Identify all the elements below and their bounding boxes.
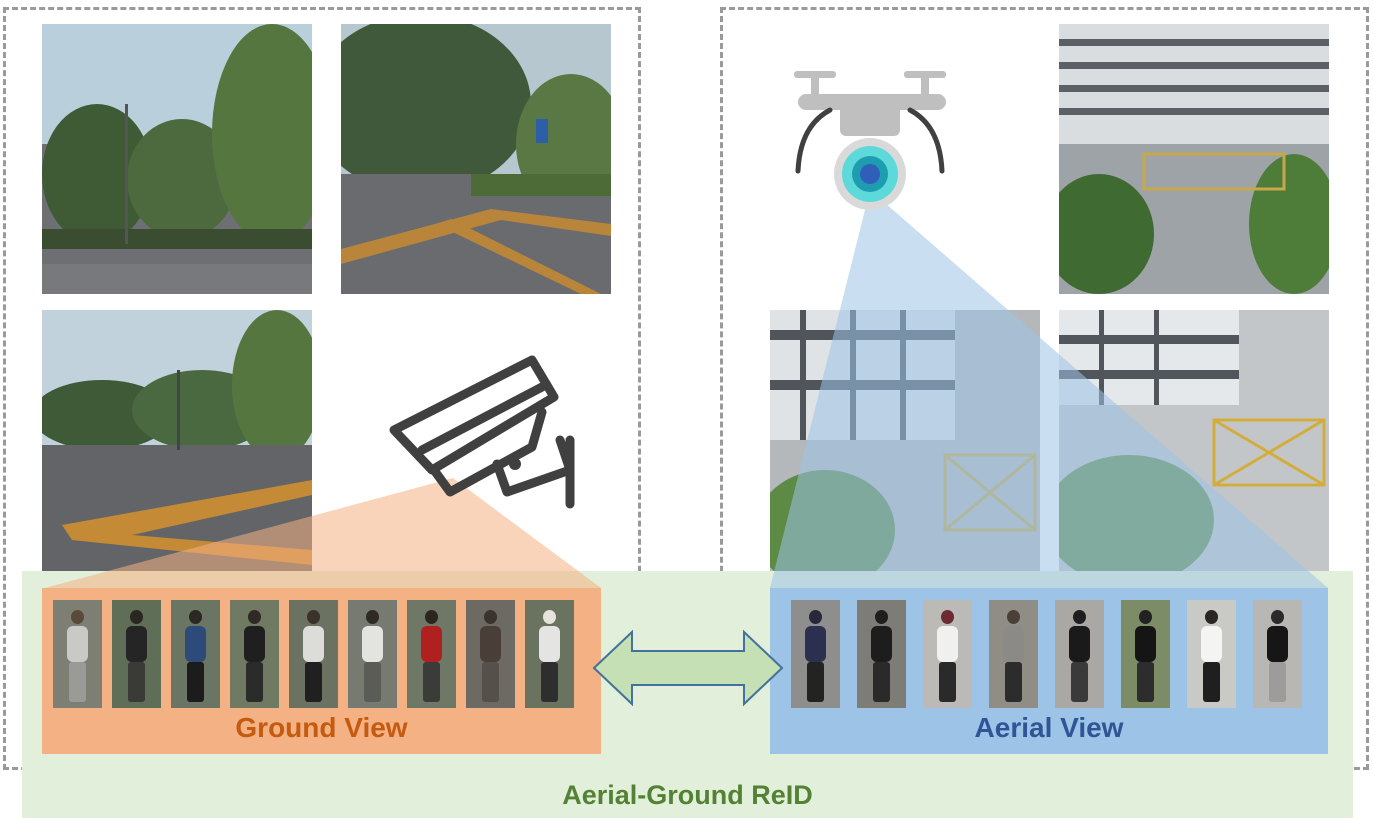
cctv-camera-icon [389,355,575,509]
aerial-person-strip [791,600,1302,708]
person-crop [1253,600,1302,708]
ground-photo-2 [341,24,611,294]
person-crop [407,600,456,708]
aerial-photo-1 [1059,24,1329,294]
ground-view-caption: Ground View [235,712,408,743]
drone-icon [794,71,946,210]
person-crop [289,600,338,708]
ground-person-strip [53,600,584,708]
person-crop [53,600,102,708]
ground-view-cone [45,478,601,588]
aerial-view-cone [770,190,1328,588]
person-crop [1055,600,1104,708]
person-crop [348,600,397,708]
person-crop [171,600,220,708]
person-crop [112,600,161,708]
person-crop [525,600,574,708]
ground-photo-3 [42,310,312,580]
person-crop [989,600,1038,708]
person-crop [230,600,279,708]
person-crop [857,600,906,708]
person-crop [1121,600,1170,708]
double-arrow-icon [592,629,784,707]
person-crop [1187,600,1236,708]
ground-photo-1 [42,24,312,294]
person-crop [923,600,972,708]
person-crop [791,600,840,708]
aerial-view-caption: Aerial View [974,712,1124,743]
person-crop [466,600,515,708]
figure-title: Aerial-Ground ReID [562,780,813,810]
